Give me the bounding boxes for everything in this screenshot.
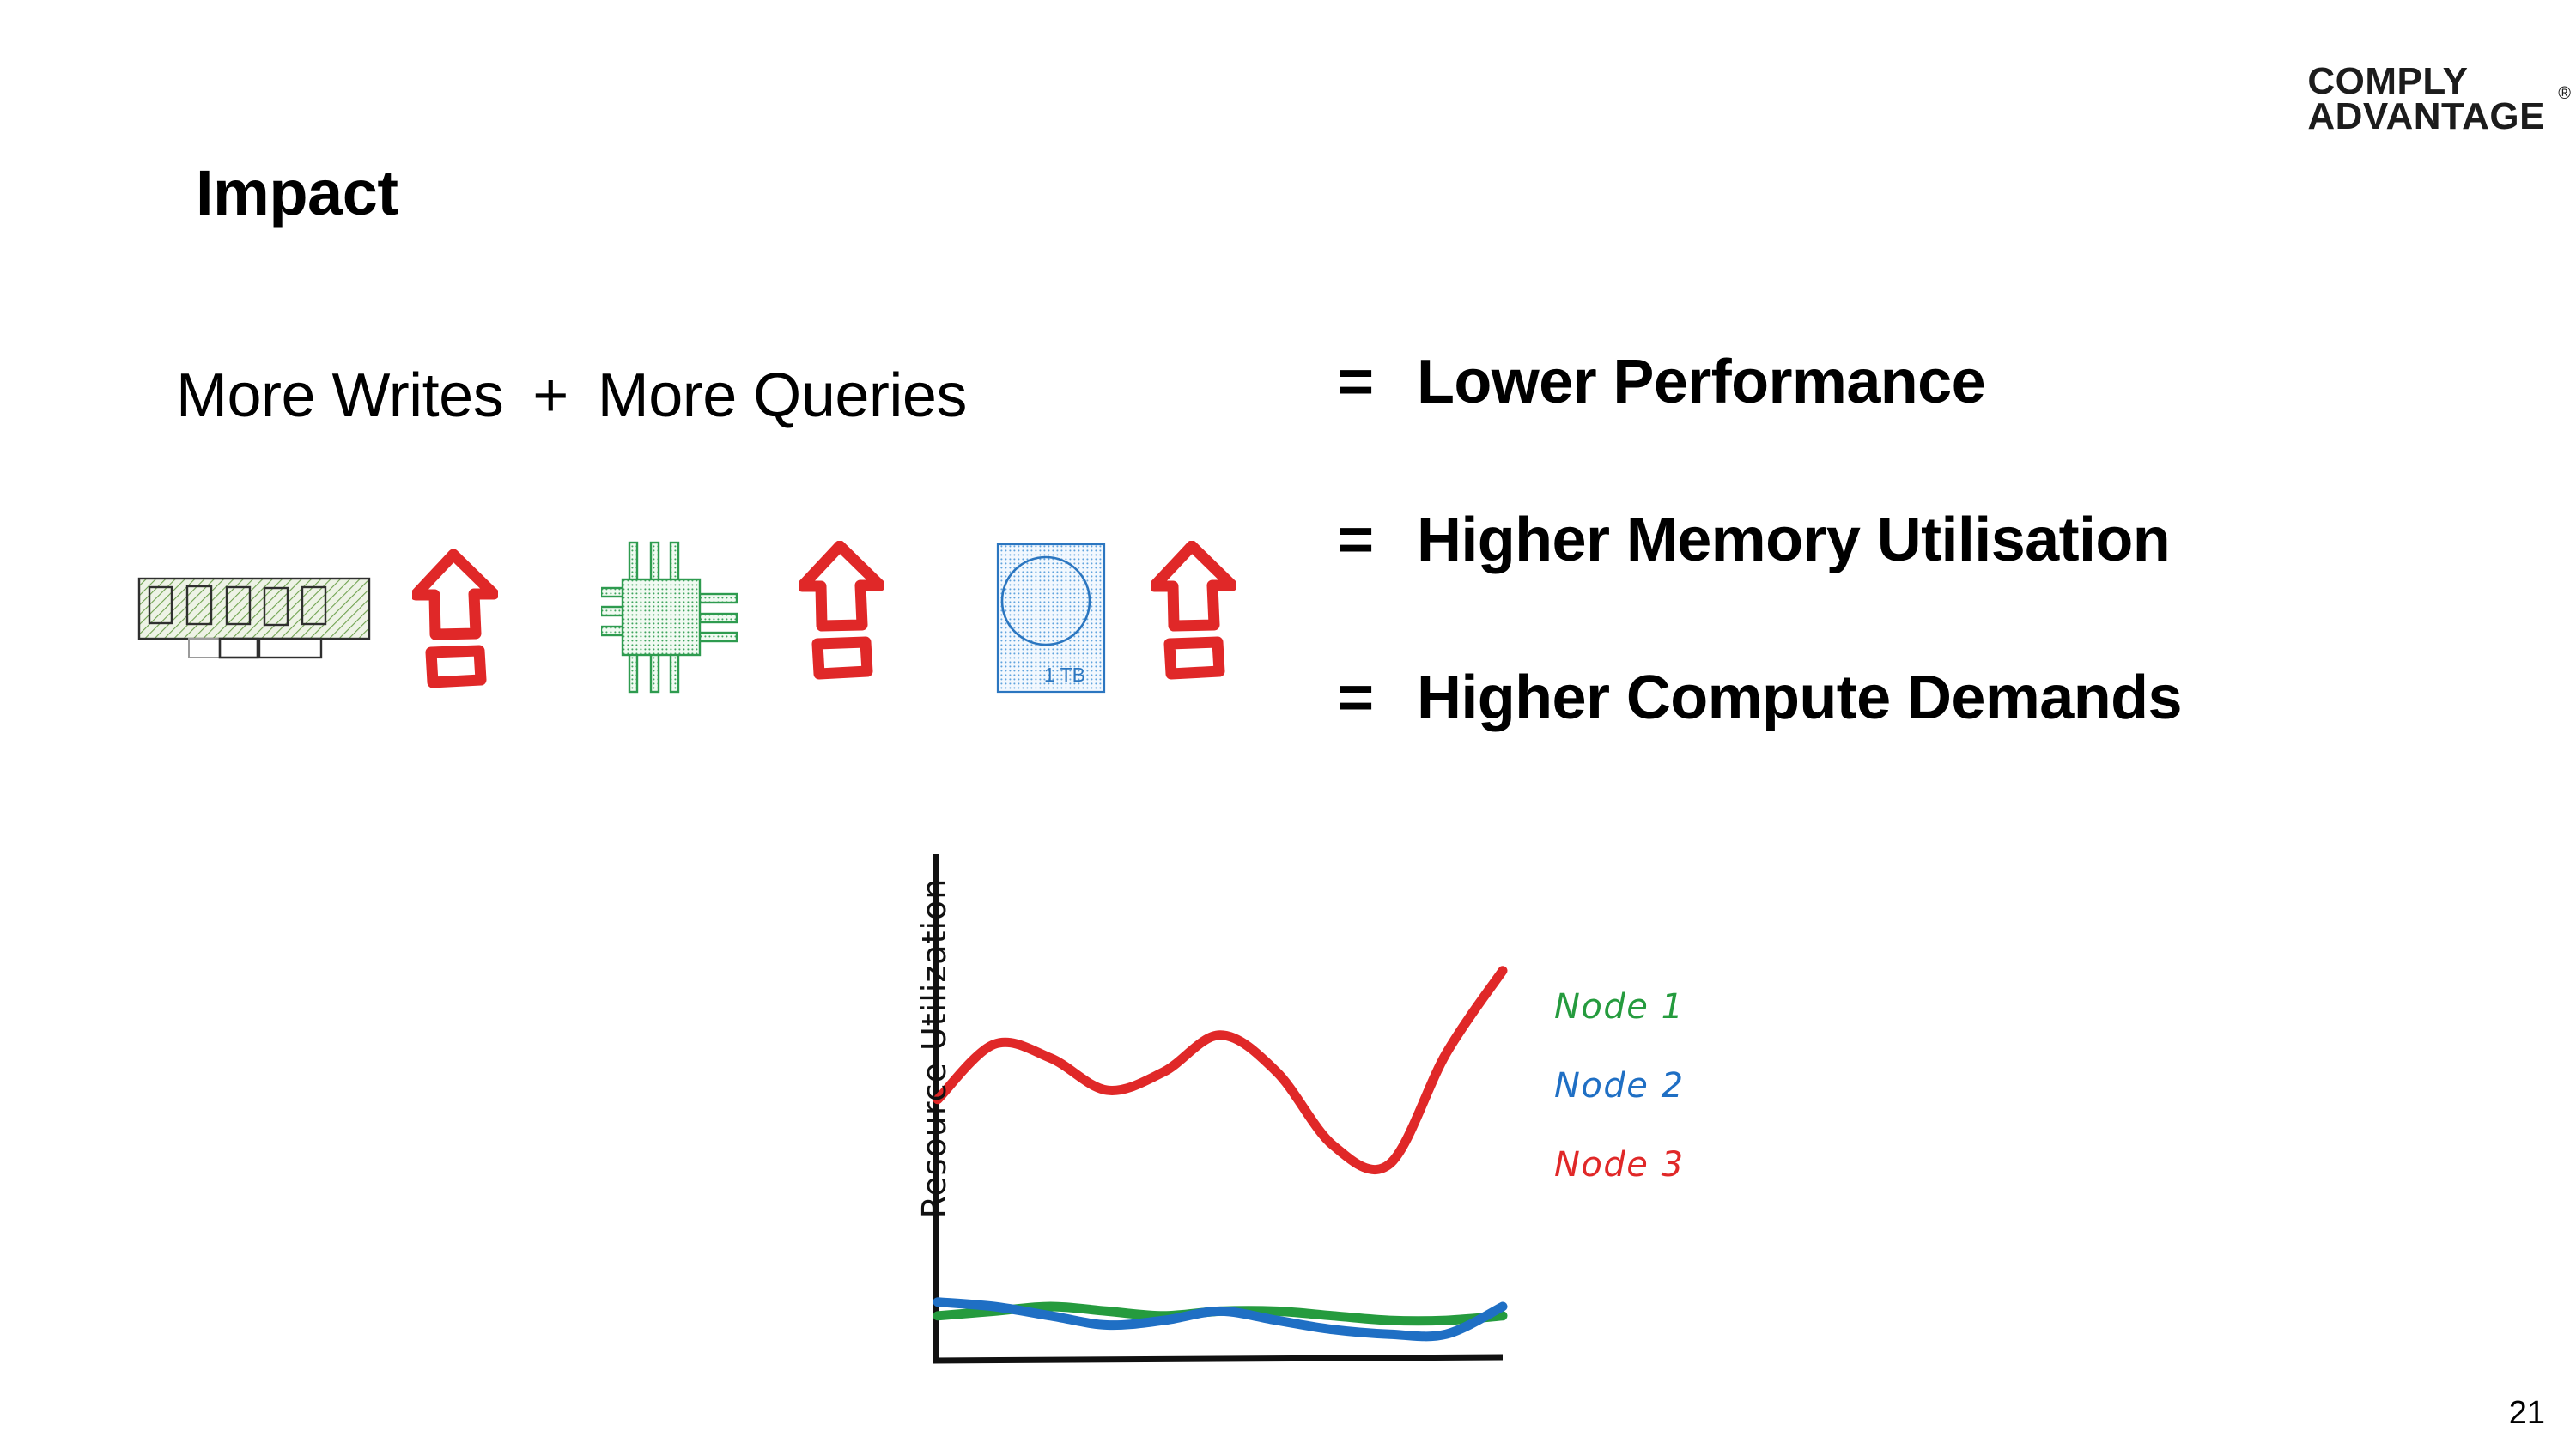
equals-sign-2: = (1338, 506, 1375, 574)
result-text-lower-performance: Lower Performance (1417, 348, 1986, 416)
chart-y-axis-label: Resource Utilization (915, 877, 953, 1219)
result-text-higher-memory: Higher Memory Utilisation (1417, 506, 2171, 574)
chart-series-node-3 (933, 966, 1508, 1174)
equation-left-side: More Writes + More Queries (176, 361, 967, 431)
result-text-higher-compute: Higher Compute Demands (1417, 664, 2183, 732)
up-arrow-icon-cpu (796, 540, 886, 700)
equals-sign-3: = (1338, 664, 1375, 732)
cpu-chip-icon (599, 541, 773, 717)
legend-item-node-1: Node 1 (1554, 987, 1685, 1027)
equation-plus-operator: + (532, 361, 568, 430)
up-arrow-icon-memory (410, 549, 500, 708)
chart-x-axis (933, 1354, 1504, 1364)
logo-line-comply: COMPLY (2307, 60, 2469, 102)
legend-item-node-3: Node 3 (1554, 1145, 1685, 1185)
page-title: Impact (196, 157, 398, 228)
chart-legend: Node 1 Node 2 Node 3 (1554, 987, 1829, 1224)
brand-logo: COMPLY ADVANTAGE ® (2307, 60, 2571, 138)
registered-trademark-icon: ® (2558, 84, 2571, 103)
page-number: 21 (2508, 1395, 2545, 1431)
result-row-performance: = Lower Performance (1338, 347, 2540, 505)
result-row-compute: = Higher Compute Demands (1338, 663, 2540, 821)
equals-sign-1: = (1338, 348, 1375, 416)
equation-results-list: = Lower Performance = Higher Memory Util… (1338, 347, 2540, 821)
result-row-memory: = Higher Memory Utilisation (1338, 505, 2540, 663)
hard-disk-icon: 1 TB (996, 541, 1116, 717)
logo-line-advantage: ADVANTAGE (2307, 95, 2545, 138)
chart-plot-area (933, 854, 1508, 1364)
legend-item-node-2: Node 2 (1554, 1066, 1685, 1106)
equation-term-queries: More Queries (597, 361, 968, 430)
memory-stick-icon (137, 558, 386, 691)
disk-capacity-label: 1 TB (1044, 664, 1085, 686)
resource-utilization-chart: Resource Utilization (910, 846, 1631, 1395)
up-arrow-icon-disk (1148, 540, 1238, 700)
equation-term-writes: More Writes (176, 361, 504, 430)
chart-series-node-2 (933, 1297, 1508, 1342)
